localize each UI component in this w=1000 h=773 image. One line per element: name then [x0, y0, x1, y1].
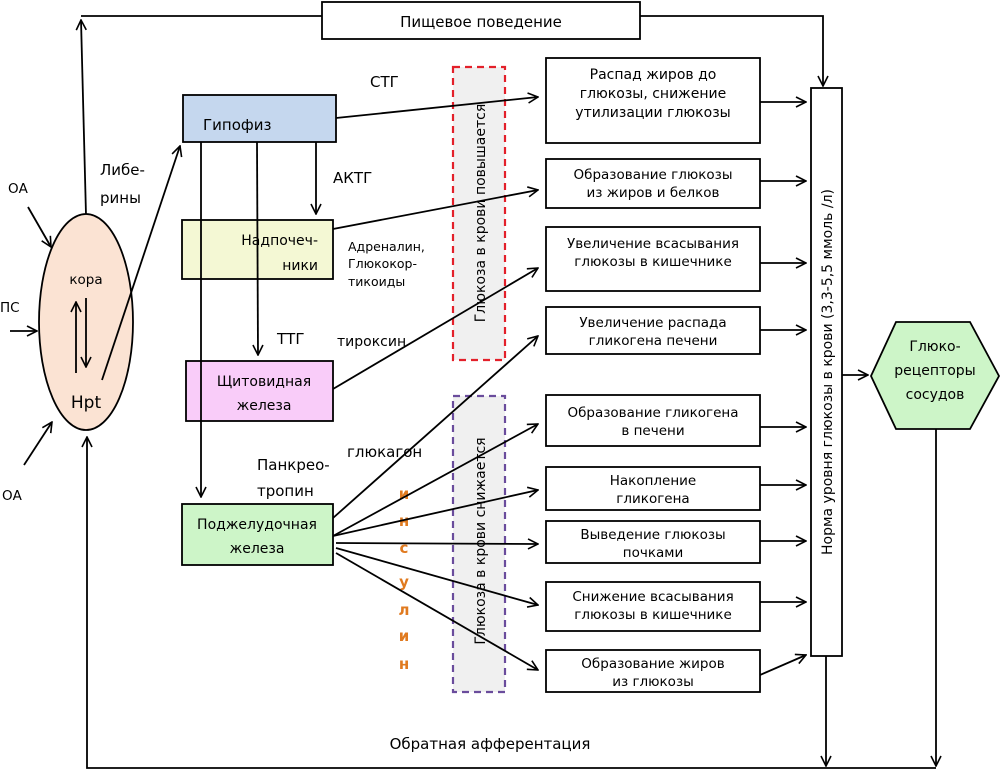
- insulin-letter: с: [400, 539, 409, 557]
- norm-glucose-bar: [810, 87, 843, 657]
- arrow-oa-top: [27, 206, 51, 247]
- insulin-letter: и: [399, 627, 410, 645]
- norm-glucose-label: Норма уровня глюкозы в крови (3,3-5,5 мм…: [820, 189, 836, 555]
- insulin-letter: н: [399, 512, 409, 530]
- pituitary-label: Гипофиз: [203, 116, 271, 134]
- arrow-insulin-storage: [332, 490, 538, 537]
- arrow-glucagon: [332, 336, 538, 519]
- effect-text: Увеличение распада: [579, 315, 726, 331]
- arrow-insulin-excretion: [335, 543, 538, 544]
- glucoreceptors-hexagon: [870, 321, 1000, 430]
- hpt-label: Hpt: [71, 393, 102, 413]
- effect-box-glycogenesis: [545, 394, 761, 447]
- receptors-label-2: рецепторы: [894, 363, 975, 379]
- input-oa-top: ОА: [8, 181, 29, 197]
- arrow-insulin-lipogenesis: [335, 552, 538, 670]
- arrow-food-to-norm: [640, 15, 823, 86]
- feedback-label: Обратная афферентация: [390, 735, 591, 753]
- effect-text: Образование жиров: [581, 656, 724, 672]
- arrow-insulin-glycogenesis: [332, 424, 538, 537]
- arrow-feedback-to-hpt: [87, 437, 936, 769]
- adrenaline-label-2: Глюкокор-: [348, 256, 417, 271]
- receptors-label-1: Глюко-: [909, 339, 960, 355]
- arrow-cortex-to-top: [81, 20, 86, 216]
- input-ps: ПС: [0, 300, 20, 316]
- effect-text: Выведение глюкозы: [580, 527, 725, 543]
- insulin-label: и н с у л и н: [399, 485, 410, 673]
- arrow-pituitary-to-thyroid: [257, 141, 258, 355]
- pancreas-box: [181, 503, 334, 566]
- arrow-oa-bottom: [23, 422, 52, 466]
- arrow-thyroxine: [332, 268, 538, 390]
- effect-box-gluconeogenesis: [545, 158, 761, 209]
- effect-text: глюкозы, снижение: [580, 86, 727, 102]
- effect-box-fat-breakdown: [545, 57, 761, 144]
- effect-text: утилизации глюкозы: [575, 105, 730, 121]
- cortex-label: кора: [69, 272, 102, 288]
- pancreas-label-2: железа: [230, 541, 285, 557]
- thyroxine-label: тироксин: [337, 334, 406, 350]
- arrow-liberins: [101, 146, 180, 381]
- adrenal-label-2: ники: [282, 258, 318, 274]
- effect-text: Образование глюкозы: [574, 167, 733, 183]
- ttg-label: ТТГ: [276, 330, 304, 348]
- receptors-label-3: сосудов: [906, 387, 965, 403]
- adrenaline-label-1: Адреналин,: [348, 239, 425, 254]
- effect-box-absorption-increase: [545, 226, 761, 292]
- increase-zone: [451, 65, 507, 362]
- food-behavior-box: [321, 1, 641, 40]
- insulin-letter: л: [399, 601, 410, 619]
- arrow-insulin-absorption: [335, 547, 538, 605]
- glucagon-label: глюкагон: [347, 443, 422, 461]
- pancreotropin-label-2: тропин: [257, 482, 314, 500]
- effect-box-glycogenolysis: [545, 306, 761, 355]
- pancreotropin-label-1: Панкрео-: [257, 456, 330, 474]
- effect-text: Распад жиров до: [590, 67, 717, 83]
- effect-box-absorption-decrease: [545, 581, 761, 632]
- arrow-effect-to-norm: [759, 655, 806, 676]
- effect-text: Снижение всасывания: [572, 589, 733, 605]
- effect-box-lipogenesis: [545, 649, 761, 693]
- thyroid-label-2: железа: [237, 398, 292, 414]
- effect-text: глюкозы в кишечнике: [574, 607, 732, 623]
- thyroid-box: [185, 360, 334, 422]
- insulin-letter: н: [399, 655, 409, 673]
- food-behavior-label: Пищевое поведение: [400, 13, 562, 31]
- effect-box-glycogen-storage: [545, 466, 761, 511]
- decrease-zone-label: Глюкоза в крови снижается: [473, 437, 489, 644]
- actg-label: АКТГ: [333, 169, 372, 187]
- adrenaline-label-3: тикоиды: [348, 274, 405, 289]
- effect-text: гликогена: [616, 491, 689, 507]
- adrenal-label-1: Надпочеч-: [241, 233, 318, 249]
- effect-text: в печени: [621, 423, 684, 439]
- insulin-letter: у: [399, 573, 409, 591]
- effect-text: из глюкозы: [612, 674, 694, 690]
- effect-text: гликогена печени: [589, 333, 718, 349]
- effect-text: Увеличение всасывания: [567, 236, 739, 252]
- liberins-label-2: рины: [100, 189, 141, 207]
- input-oa-bottom: ОА: [2, 488, 23, 504]
- effect-text: глюкозы в кишечнике: [574, 254, 732, 270]
- effect-text: Накопление: [610, 473, 697, 489]
- insulin-letter: и: [399, 485, 410, 503]
- liberins-label-1: Либе-: [100, 161, 145, 179]
- effect-text: Образование гликогена: [567, 405, 738, 421]
- effect-text: из жиров и белков: [587, 185, 720, 201]
- stg-label: СТГ: [370, 73, 399, 91]
- pancreas-label-1: Поджелудочная: [197, 517, 317, 533]
- pituitary-box: [182, 94, 337, 143]
- increase-zone-label: Глюкоза в крови повышается: [473, 104, 489, 322]
- thyroid-label-1: Щитовидная: [217, 374, 311, 390]
- arrow-stg: [335, 97, 538, 119]
- effect-box-renal-excretion: [545, 520, 761, 564]
- arrow-adrenaline: [332, 190, 538, 230]
- effect-text: почками: [623, 545, 683, 561]
